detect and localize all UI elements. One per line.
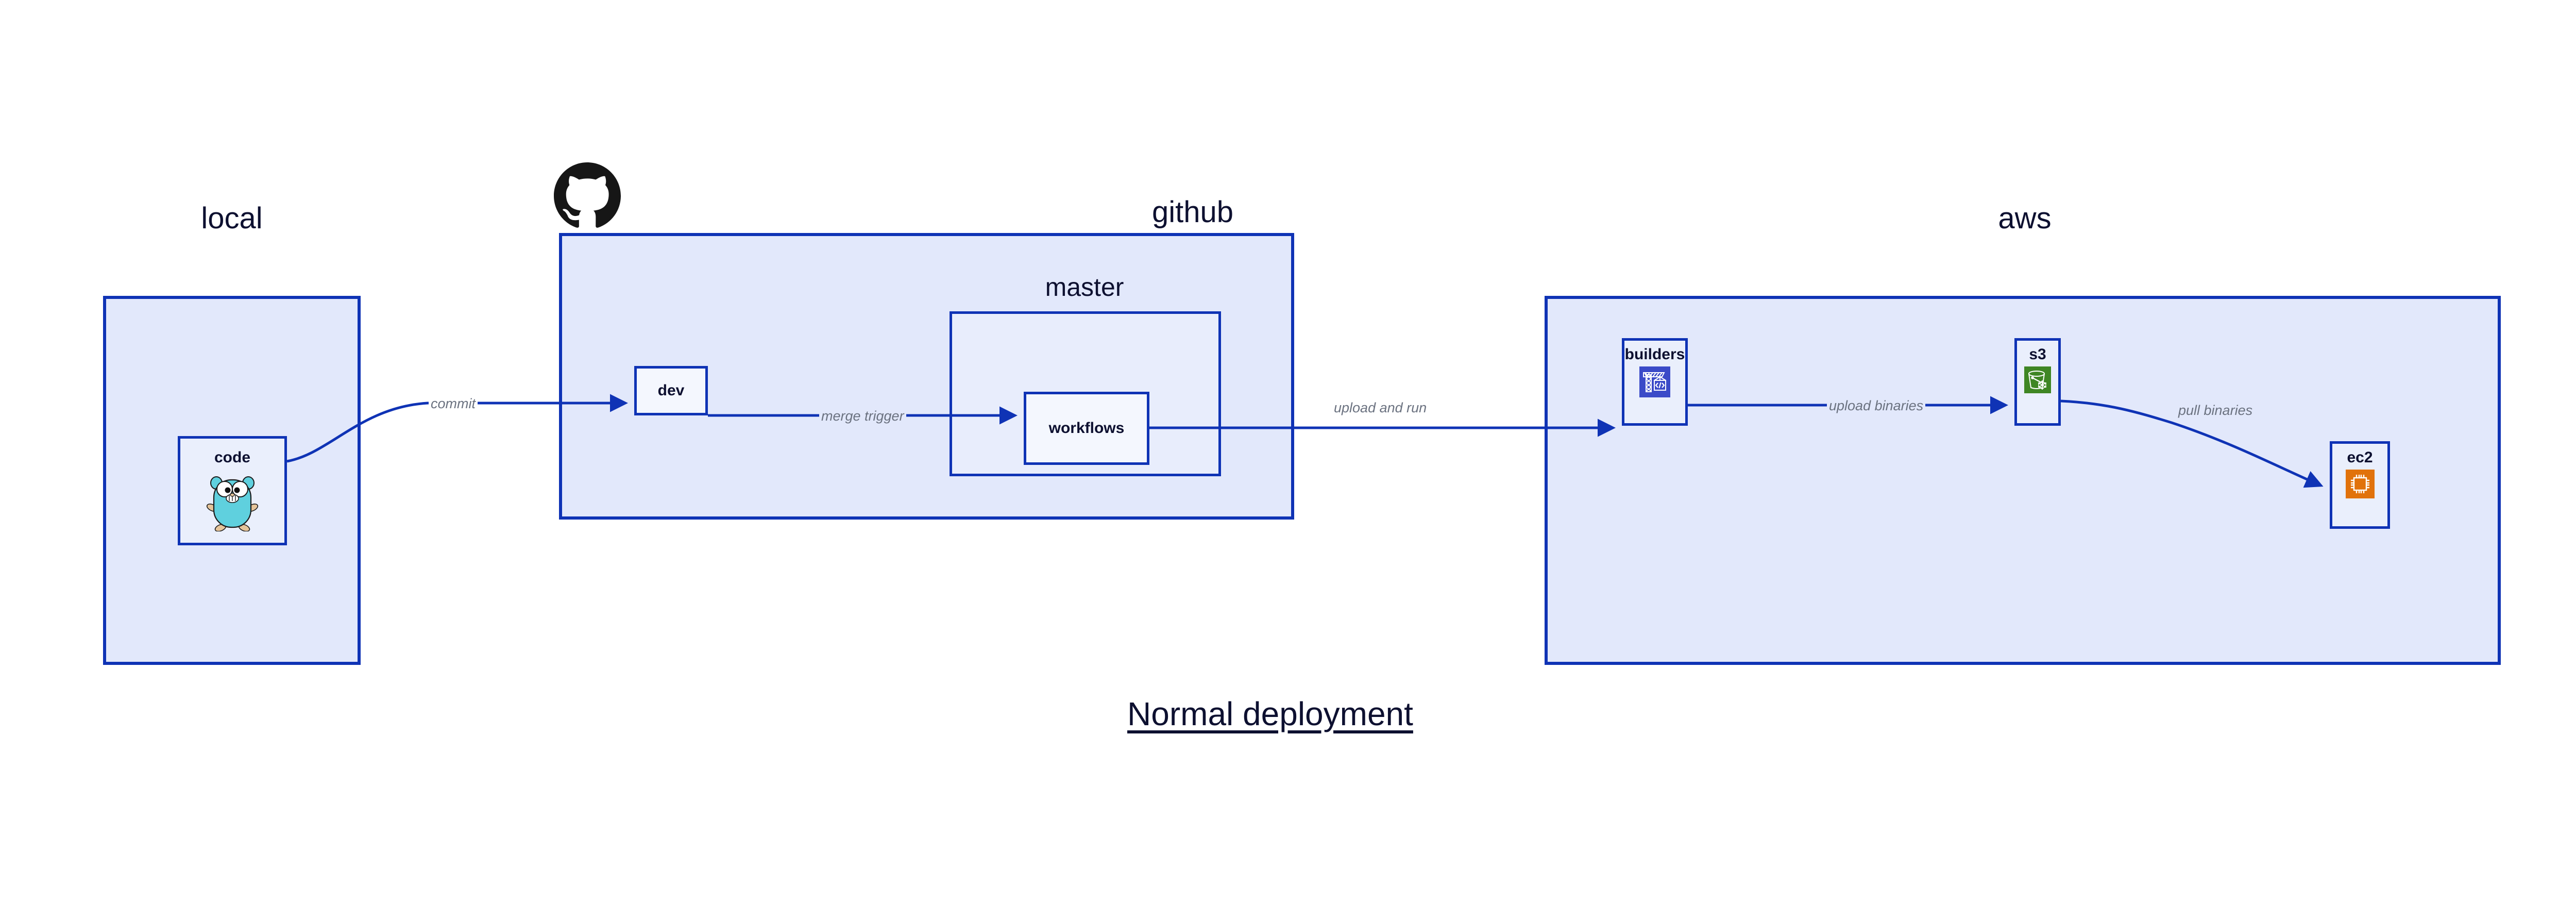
aws-ec2-chip-icon — [2345, 470, 2375, 501]
node-builders[interactable]: builders — [1622, 338, 1688, 426]
aws-s3-glacier-bucket-icon — [2024, 366, 2051, 396]
group-label-aws: aws — [1998, 202, 2052, 235]
group-label-github: github — [1151, 195, 1234, 229]
node-ec2[interactable]: ec2 — [2330, 441, 2390, 529]
group-label-local: local — [201, 202, 263, 235]
node-s3[interactable]: s3 — [2014, 338, 2061, 426]
edge-label-upload-and-run: upload and run — [1332, 401, 1429, 415]
node-label-dev: dev — [657, 382, 685, 399]
edge-label-upload-binaries: upload binaries — [1827, 399, 1926, 413]
node-label-workflows: workflows — [1048, 420, 1125, 437]
node-workflows[interactable]: workflows — [1024, 392, 1149, 465]
github-octocat-logo — [554, 162, 621, 232]
node-label-code: code — [214, 449, 251, 466]
node-code[interactable]: code — [178, 436, 287, 545]
node-label-s3: s3 — [2029, 346, 2046, 363]
aws-codebuild-crane-icon — [1639, 366, 1670, 400]
diagram-title: Normal deployment — [1127, 695, 1413, 732]
edge-label-pull-binaries: pull binaries — [2176, 404, 2255, 417]
go-gopher-icon — [205, 472, 260, 534]
edge-label-merge-trigger: merge trigger — [819, 409, 906, 423]
group-label-master: master — [1045, 273, 1124, 302]
edge-label-commit: commit — [429, 397, 478, 411]
node-label-ec2: ec2 — [2347, 449, 2373, 466]
node-dev[interactable]: dev — [634, 366, 708, 415]
node-label-builders: builders — [1624, 346, 1685, 363]
